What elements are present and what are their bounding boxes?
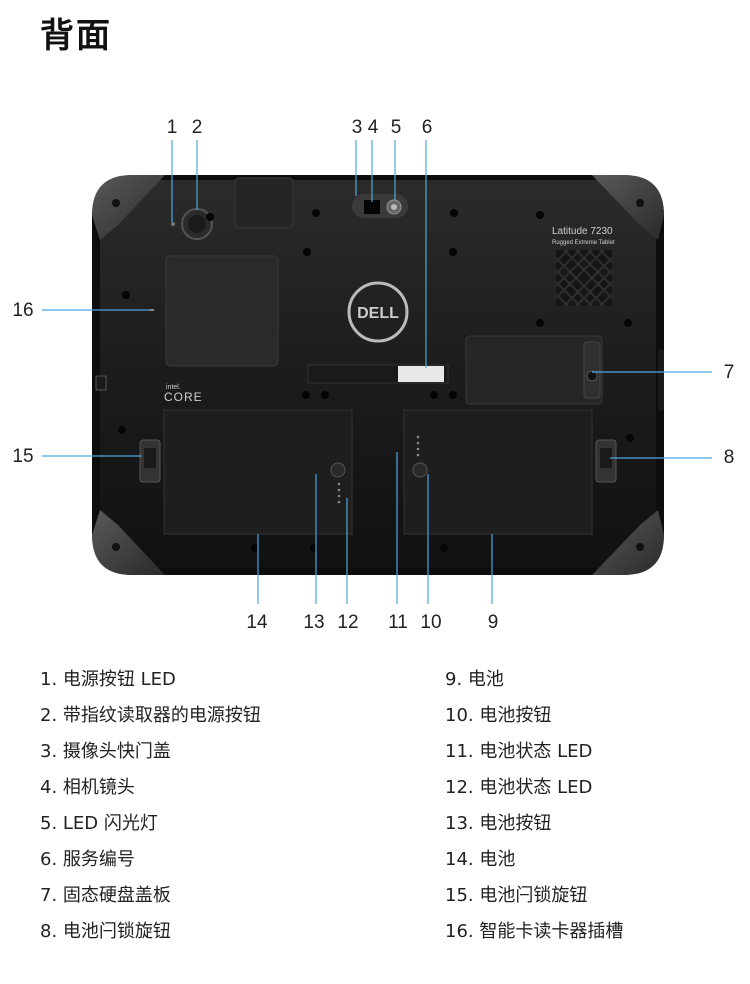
callout-3: 3	[352, 117, 363, 138]
legend-item: 2. 带指纹读取器的电源按钮	[40, 705, 261, 726]
legend-item: 10. 电池按钮	[445, 705, 552, 726]
callout-15: 15	[12, 446, 33, 467]
legend-right-list: 9. 电池 10. 电池按钮 11. 电池状态 LED 12. 电池状态 LED…	[445, 662, 623, 950]
latch-knob-left	[139, 439, 161, 483]
callout-8: 8	[724, 447, 735, 468]
intel-core: CORE	[164, 390, 203, 404]
top-recess	[234, 177, 294, 229]
callout-14: 14	[246, 612, 268, 633]
camera-module	[352, 194, 408, 218]
legend-item: 4. 相机镜头	[40, 777, 135, 798]
side-port-left	[95, 375, 107, 391]
callout-12: 12	[337, 612, 358, 633]
legend-item: 1. 电源按钮 LED	[40, 669, 176, 690]
legend-item: 8. 电池闩锁旋钮	[40, 921, 171, 942]
speaker-grille	[555, 249, 613, 307]
callout-16: 16	[12, 300, 33, 321]
power-button-led	[171, 222, 175, 226]
service-tag-label	[398, 366, 444, 382]
battery-right	[403, 409, 593, 535]
legend-item: 13. 电池按钮	[445, 813, 552, 834]
legend-item: 5. LED 闪光灯	[40, 813, 158, 834]
legend-left-list: 1. 电源按钮 LED 2. 带指纹读取器的电源按钮 3. 摄像头快门盖 4. …	[40, 662, 261, 950]
smart-card-slot	[165, 255, 279, 367]
legend-item: 15. 电池闩锁旋钮	[445, 885, 588, 906]
callout-5: 5	[391, 117, 402, 138]
legend-item: 11. 电池状态 LED	[445, 741, 593, 762]
callout-numbers: 1 2 3 4 5 6 7 8 9 10 11 12 13 14 15 16	[12, 117, 734, 633]
callout-9: 9	[488, 612, 499, 633]
latch-knob-right	[595, 439, 617, 483]
legend-item: 7. 固态硬盘盖板	[40, 885, 171, 906]
legend-item: 12. 电池状态 LED	[445, 777, 593, 798]
side-port-right	[658, 350, 664, 410]
leader-lines	[42, 140, 712, 604]
callout-10: 10	[420, 612, 441, 633]
power-button-fingerprint	[181, 208, 213, 240]
legend-item: 16. 智能卡读卡器插槽	[445, 921, 624, 942]
model-subtitle: Rugged Extreme Tablet	[552, 240, 615, 246]
intel-brand: intel.	[166, 384, 181, 391]
legend-item: 9. 电池	[445, 669, 504, 690]
tablet-back-diagram: Latitude 7230 Rugged Extreme Tablet DELL…	[12, 117, 734, 633]
dell-logo: DELL	[347, 281, 409, 343]
callout-1: 1	[167, 117, 178, 138]
legend-item: 6. 服务编号	[40, 849, 135, 870]
ssd-cover	[465, 335, 603, 405]
legend-item: 3. 摄像头快门盖	[40, 741, 171, 762]
callout-4: 4	[368, 117, 379, 138]
battery-left	[163, 409, 353, 535]
callout-6: 6	[422, 117, 433, 138]
legend-item: 14. 电池	[445, 849, 516, 870]
screw-holes	[118, 209, 634, 552]
callout-11: 11	[388, 612, 408, 633]
callout-2: 2	[192, 117, 203, 138]
callout-7: 7	[724, 362, 735, 383]
callout-13: 13	[303, 612, 324, 633]
smart-card-mark	[150, 309, 154, 311]
model-name: Latitude 7230	[552, 226, 613, 237]
dell-logo-text: DELL	[357, 305, 399, 322]
page-title: 背面	[40, 16, 112, 56]
